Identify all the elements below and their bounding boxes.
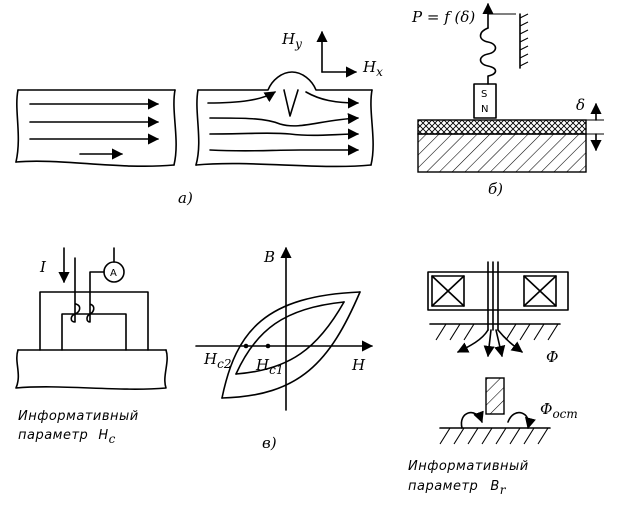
hc2-point [243,343,249,349]
gap-label: δ [576,96,585,114]
inner-loop-lower [235,301,345,375]
coil-right [523,275,557,307]
hx-label: Hx [362,58,383,79]
panel-a-axes: Hy Hx [281,30,383,79]
panel-b-force-sensor: P = f (δ) S N δ [411,2,604,173]
panel-a-uniform-plate [15,89,177,168]
current-label: I [39,258,47,276]
panel-a-label: a) [178,189,193,207]
spring [479,27,497,85]
panel-b-label: б) [488,180,503,198]
outer-loop-upper [221,291,361,399]
magnet [473,83,497,119]
yoke-inner [61,313,127,351]
panel-a-defect-plate [195,71,374,168]
residual-probe [485,377,505,415]
surface-crack [283,89,299,117]
outer-loop-lower [221,291,361,399]
force-formula: P = f (δ) [411,8,475,26]
h-axis-label: H [351,356,366,374]
panel-c-caption-line1: Информативный [18,409,139,424]
panel-c-coercimeter: I A [15,247,168,390]
base-metal [417,133,587,173]
hc1-point [265,343,271,349]
magnet-s-label: S [481,89,487,100]
flux-label: Ф [546,348,558,366]
inner-loop-upper [235,301,345,375]
hc1-label: Hc1 [255,356,283,377]
panel-e-caption-line1: Информативный [408,459,529,474]
coating-layer [417,119,587,135]
hy-label: Hy [281,30,302,51]
b-axis-label: B [263,248,275,266]
flux-residual-label: Фост [540,400,578,421]
hc2-label: Hc2 [203,350,231,371]
coil-left [431,275,465,307]
panel-d-hysteresis: B H Hc2 Hc1 [195,246,374,411]
ammeter-label: A [110,268,117,279]
magnet-n-label: N [481,104,488,115]
yoke-outer [39,291,149,351]
panel-e-magnetization: Ф Фост [427,261,578,445]
panel-d-label: в) [262,434,277,452]
